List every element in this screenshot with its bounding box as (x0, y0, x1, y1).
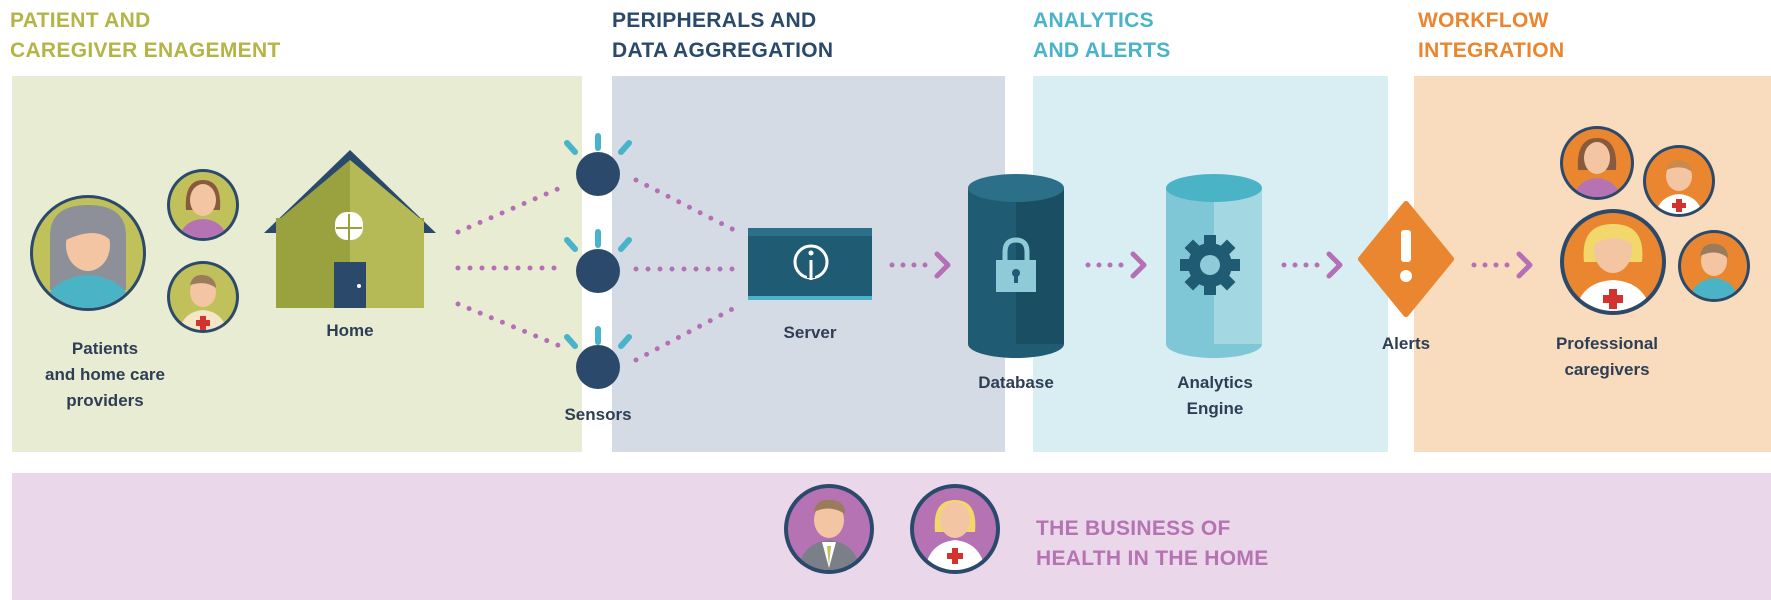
arrow-right-icon (1085, 251, 1147, 279)
analytics-heading: ANALYTICS AND ALERTS (1033, 9, 1171, 62)
business-avatar-icon (784, 484, 874, 574)
sensor-icon (564, 133, 632, 389)
professional-caregivers-label: Professional caregivers (1555, 334, 1659, 379)
patient-avatar-icon (30, 195, 146, 311)
gear-icon (1180, 235, 1240, 295)
arrow-right-icon (889, 251, 951, 279)
business-avatar-icon (910, 484, 1000, 574)
peripherals-heading: PERIPHERALS AND DATA AGGREGATION (612, 9, 834, 62)
alert-icon (1358, 201, 1454, 317)
analytics-engine-label: Analytics Engine (1177, 373, 1253, 418)
server-icon (748, 228, 872, 300)
house-icon (264, 150, 436, 308)
lock-icon (996, 237, 1036, 292)
sensors-label: Sensors (564, 405, 632, 424)
nurse-avatar-icon (167, 261, 239, 333)
workflow-heading: WORKFLOW INTEGRATION (1418, 9, 1565, 62)
server-label: Server (783, 323, 837, 342)
database-icon (968, 174, 1064, 358)
arrow-right-icon (1471, 251, 1533, 279)
professional-avatar-icon (1678, 230, 1750, 302)
provider-avatar-icon (167, 169, 239, 241)
business-heading: THE BUSINESS OF HEALTH IN THE HOME (1036, 517, 1269, 570)
engagement-heading: PATIENT AND CAREGIVER ENAGEMENT (10, 9, 281, 62)
home-to-sensors-connectors (455, 185, 563, 349)
doctor-avatar-icon (1643, 145, 1715, 217)
home-label: Home (326, 321, 374, 340)
arrow-right-icon (1281, 251, 1343, 279)
database-label: Database (978, 373, 1054, 392)
professional-avatar-icon (1560, 126, 1634, 200)
alerts-label: Alerts (1381, 334, 1431, 353)
sensors-to-server-connectors (633, 177, 741, 363)
analytics-engine-icon (1166, 174, 1262, 358)
info-icon (793, 244, 829, 280)
professional-avatar-icon (1560, 209, 1666, 315)
business-panel (12, 473, 1771, 600)
patients-label: Patients and home care providers (45, 339, 165, 410)
